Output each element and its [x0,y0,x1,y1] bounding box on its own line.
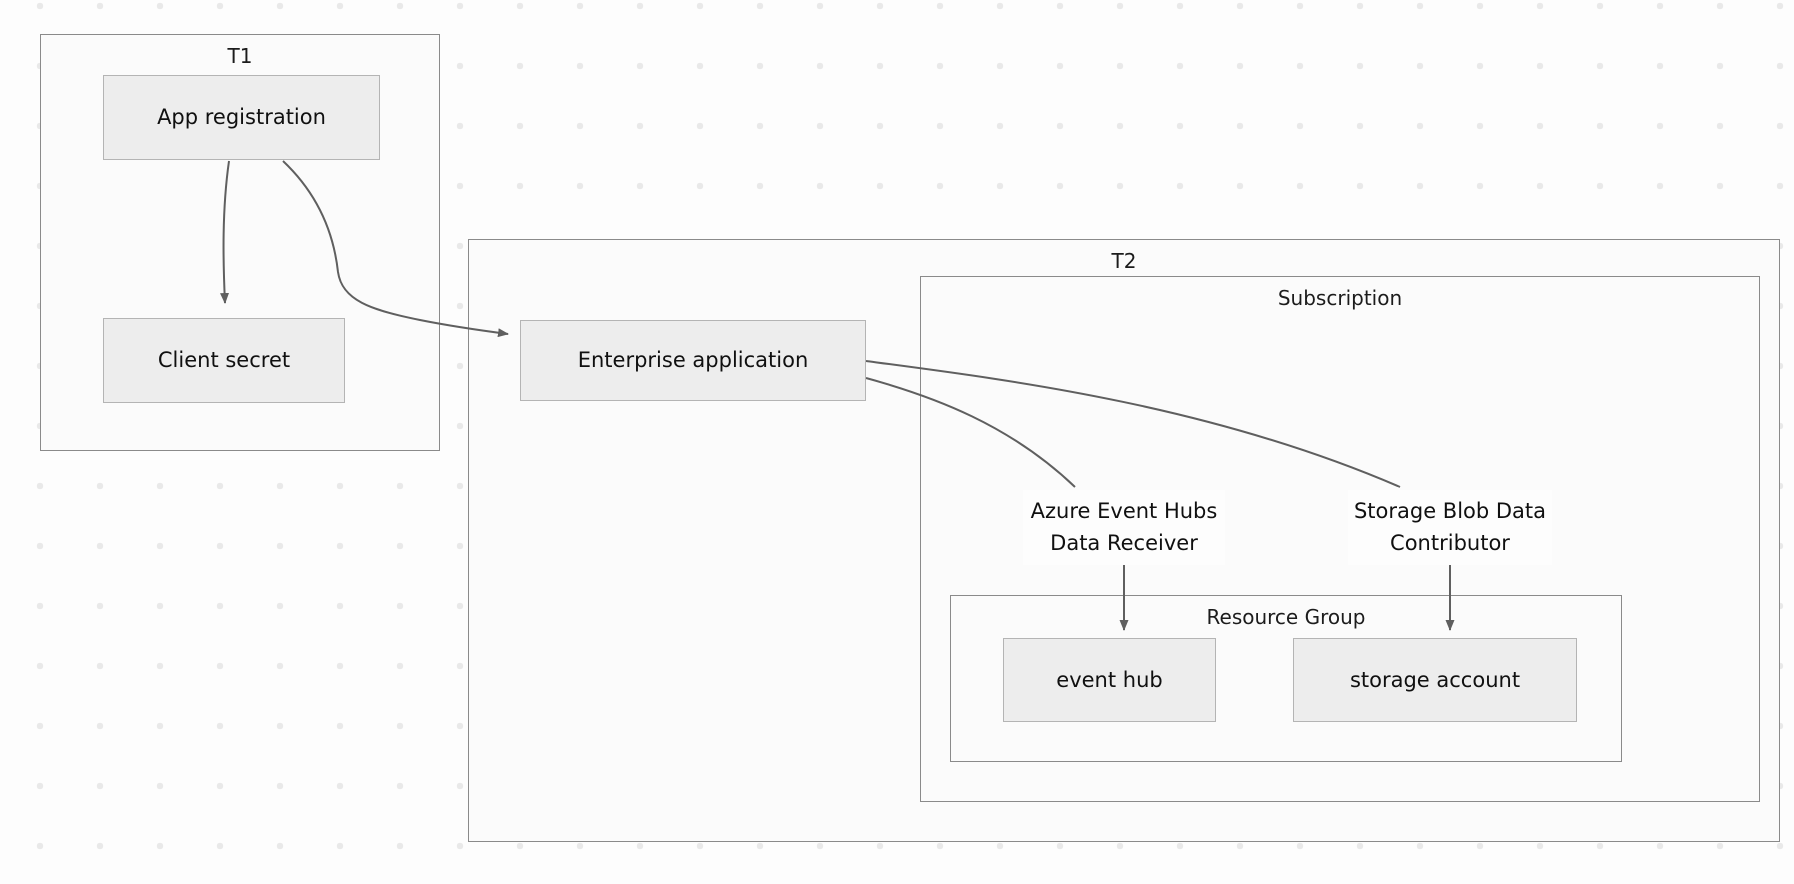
node-event-hub-label: event hub [1056,667,1163,692]
cluster-subscription-label: Subscription [1277,286,1403,310]
cluster-t2-label: T2 [1111,249,1137,273]
node-storage-account-label: storage account [1349,667,1521,692]
cluster-resource-group-label: Resource Group [1206,605,1366,629]
cluster-t1-label: T1 [227,44,253,68]
role-label-event-hubs-data-receiver-text: Azure Event Hubs Data Receiver [1030,499,1218,555]
node-event-hub[interactable]: event hub [1003,638,1216,722]
node-enterprise-application-label: Enterprise application [577,348,809,373]
node-client-secret[interactable]: Client secret [103,318,345,403]
role-label-storage-blob-data-contributor[interactable]: Storage Blob Data Contributor [1348,490,1552,565]
node-app-registration[interactable]: App registration [103,75,380,160]
node-app-registration-label: App registration [157,105,326,130]
role-label-event-hubs-data-receiver[interactable]: Azure Event Hubs Data Receiver [1023,490,1225,565]
node-client-secret-label: Client secret [157,348,291,373]
node-storage-account[interactable]: storage account [1293,638,1577,722]
node-enterprise-application[interactable]: Enterprise application [520,320,866,401]
role-label-storage-blob-data-contributor-text: Storage Blob Data Contributor [1353,499,1547,555]
